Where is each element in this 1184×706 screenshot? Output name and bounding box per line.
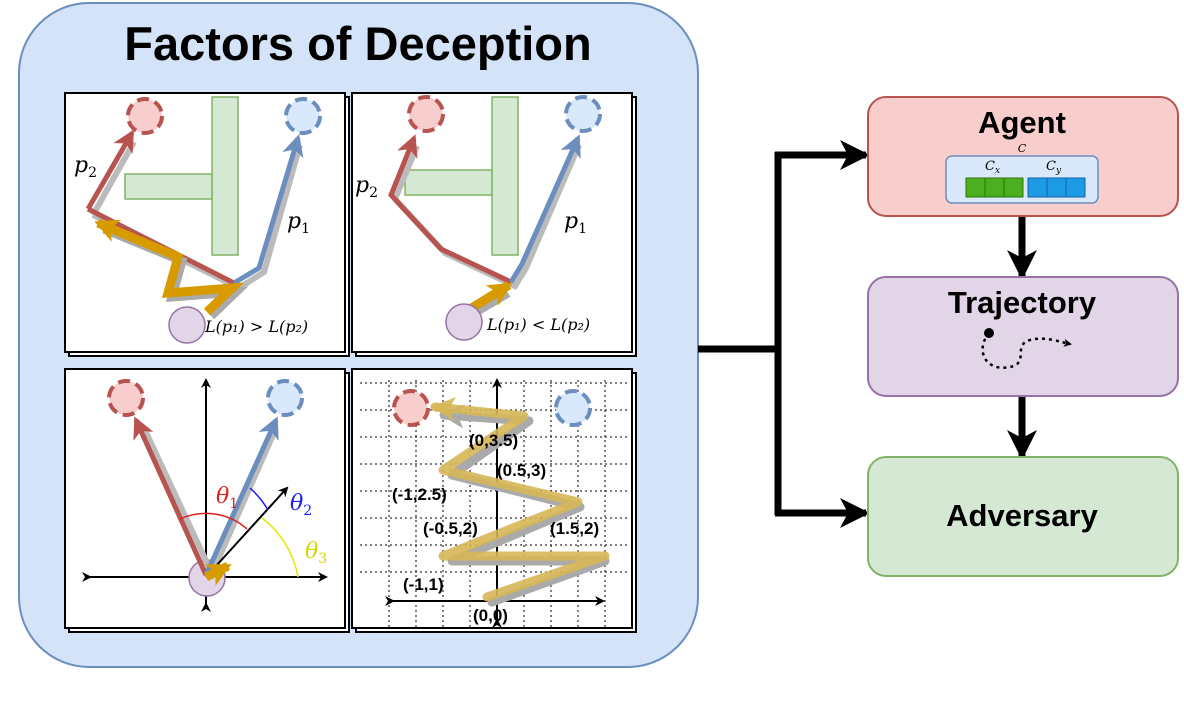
blue-goal [564,95,602,133]
label-p1: p1 [287,209,310,237]
theta1-label: θ1 [216,484,238,512]
red-goal [407,95,445,133]
arrow-to-red-goal [133,416,209,577]
start-point [445,303,483,341]
path-p1 [232,134,304,286]
agent-label: Agent [978,105,1066,140]
cx-label: Cx [985,159,1000,176]
deceptive-path [467,281,513,313]
theta2-label: θ2 [290,491,312,519]
theta2-arc [249,487,269,511]
path-p2 [388,134,513,285]
condition-greater: L(p₁) > L(p₂) [204,317,308,336]
blue-goal [554,389,592,427]
panel-path-length-greater: p2 p1 L(p₁) > L(p₂) [64,92,350,357]
obstacle-horizontal [124,173,213,200]
trajectory-node: Trajectory [867,276,1179,397]
label-p2: p2 [355,173,378,201]
blue-goal [284,97,322,135]
trajectory-icon [981,332,1072,369]
adversary-label: Adversary [946,498,1098,533]
start-point [168,306,206,344]
theta1-arc [179,512,248,530]
path-p2-arrow [85,129,135,211]
coord-label: (0.5,3) [497,461,546,480]
label-p1: p1 [564,209,587,237]
panel-angles: θ1 θ2 θ3 [64,368,350,633]
adversary-node: Adversary [867,456,1179,577]
condition-less: L(p₁) < L(p₂) [486,315,590,334]
label-p2: p2 [74,153,97,181]
coord-label: (1.5,2) [550,519,599,538]
arrow-to-blue-goal [203,416,279,577]
theta3-label: θ3 [305,539,327,567]
panel-path-length-less: p2 p1 L(p₁) < L(p₂) [351,92,637,357]
deceptive-grid-path [430,397,610,602]
vector-label: C [1018,142,1027,155]
coord-label: (-1,2.5) [392,485,447,504]
coord-label: (-1,1) [403,575,444,594]
connector-arrows [698,140,1037,528]
cy-cells [1027,177,1086,198]
cx-cells [965,177,1024,198]
red-goal [126,97,164,135]
coord-label: (-0.5,2) [423,519,478,538]
coord-label: (0,3.5) [469,431,518,450]
obstacle-vertical [211,96,239,256]
path-p1 [508,134,581,284]
red-goal [107,379,145,417]
coord-label: (0,0) [473,606,508,625]
cy-label: Cy [1046,159,1062,176]
obstacle-horizontal [404,169,493,196]
obstacle-vertical [491,96,519,256]
theta3-arc [261,517,299,578]
trajectory-label: Trajectory [948,285,1097,320]
red-goal [392,389,430,427]
factors-title: Factors of Deception [124,17,591,70]
agent-node: Agent C Cx Cy [867,96,1179,217]
blue-goal [266,379,304,417]
panel-grid-trajectory: (0,3.5) (0.5,3) (-1,2.5) (-0.5,2) (1.5,2… [351,368,637,633]
heading-vector [205,486,289,578]
